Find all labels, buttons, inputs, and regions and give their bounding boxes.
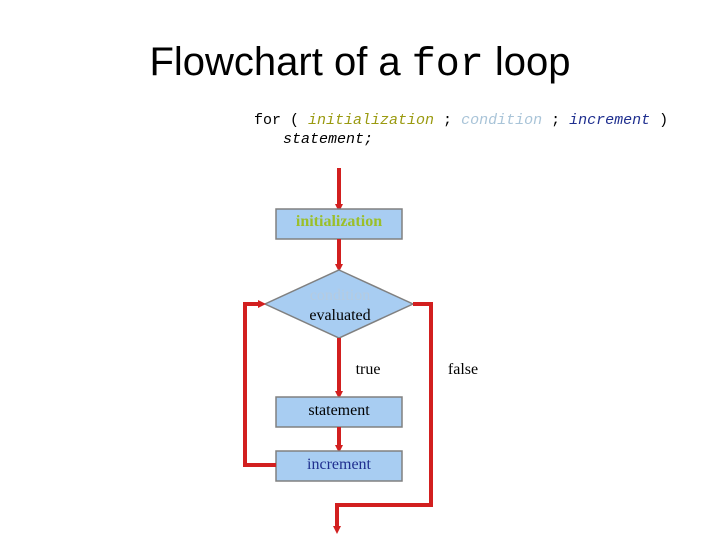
false-label: false: [447, 361, 479, 378]
initialization-label: initialization: [295, 213, 383, 230]
code-initialization: initialization: [308, 112, 435, 129]
title-suffix: loop: [483, 40, 571, 84]
evaluated-label: evaluated: [309, 307, 371, 324]
code-condition: condition: [461, 112, 543, 129]
code-statement: statement;: [283, 131, 374, 148]
statement-box: [275, 396, 403, 428]
title-keyword: for: [411, 43, 484, 88]
page-title: Flowchart of a for loop: [0, 40, 720, 88]
code-increment: increment: [569, 112, 651, 129]
increment-label: increment: [307, 456, 371, 473]
condition-label: condition: [309, 287, 371, 304]
increment-box: [275, 450, 403, 482]
loop-back-arrow: [243, 300, 276, 467]
true-label: true: [355, 361, 381, 378]
code-line-statement: statement;: [283, 131, 373, 148]
code-close: ): [650, 112, 669, 129]
false-arrow: [333, 302, 433, 534]
code-line-for: for ( initialization ; condition ; incre…: [254, 112, 668, 129]
statement-label: statement: [308, 402, 370, 419]
initialization-box: [275, 208, 403, 240]
code-sep2: ;: [542, 112, 570, 129]
title-prefix: Flowchart of a: [149, 40, 412, 84]
code-sep1: ;: [434, 112, 462, 129]
code-for: for (: [254, 112, 309, 129]
